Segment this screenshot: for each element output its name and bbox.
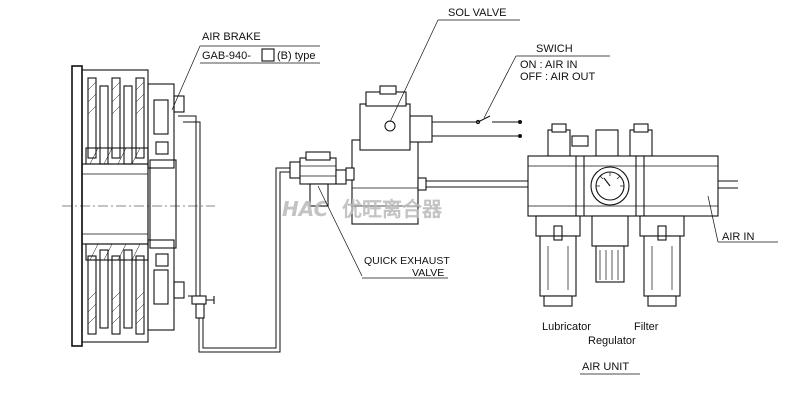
filter-bowl xyxy=(639,215,685,307)
filter-label: Filter xyxy=(634,321,659,333)
regulator-label: Regulator xyxy=(588,335,636,347)
switch-off-label: OFF : AIR OUT xyxy=(520,71,595,83)
brake-disk-stack-lower xyxy=(85,243,149,335)
air-brake-callout: AIR BRAKE GAB-940- (B) type xyxy=(171,31,320,111)
quick-exhaust-label-2: VALVE xyxy=(412,267,444,279)
solenoid-coil-icon xyxy=(384,120,396,132)
air-unit-label: AIR UNIT xyxy=(582,361,629,373)
quick-exhaust-callout: QUICK EXHAUST VALVE xyxy=(317,185,450,279)
pressure-gauge-icon xyxy=(590,166,630,206)
air-unit xyxy=(527,123,738,307)
sol-valve-callout: SOL VALVE xyxy=(389,7,520,123)
brake-disk-stack-upper xyxy=(85,77,149,165)
quick-exhaust-valve xyxy=(289,151,347,207)
brake-model-label: GAB-940- xyxy=(202,50,251,62)
regulator-body xyxy=(591,215,629,283)
brake-model-suffix: (B) type xyxy=(277,50,316,62)
sol-valve-label: SOL VALVE xyxy=(448,7,507,19)
switch-contacts-icon xyxy=(475,115,522,138)
brake-air-hose xyxy=(178,115,290,353)
switch-callout: SWICH ON : AIR IN OFF : AIR OUT xyxy=(483,43,610,119)
watermark-logo: HAC xyxy=(282,197,329,221)
air-in-callout: AIR IN xyxy=(707,195,778,243)
lubricator-bowl xyxy=(535,215,581,307)
switch-on-label: ON : AIR IN xyxy=(520,59,578,71)
quick-exhaust-label-1: QUICK EXHAUST xyxy=(364,255,450,267)
air-in-label: AIR IN xyxy=(722,231,754,243)
watermark-text: 优旺离合器 xyxy=(342,197,443,221)
brake-model-box xyxy=(261,48,275,62)
air-unit-title: AIR UNIT xyxy=(580,361,640,375)
watermark: HAC 优旺离合器 xyxy=(282,197,443,221)
supply-pipe xyxy=(426,180,528,188)
switch-title: SWICH xyxy=(536,43,573,55)
lubricator-label: Lubricator xyxy=(542,321,591,333)
air-brake-label: AIR BRAKE xyxy=(202,31,261,43)
sol-valve xyxy=(345,85,520,225)
air-brake-assembly xyxy=(62,65,215,347)
